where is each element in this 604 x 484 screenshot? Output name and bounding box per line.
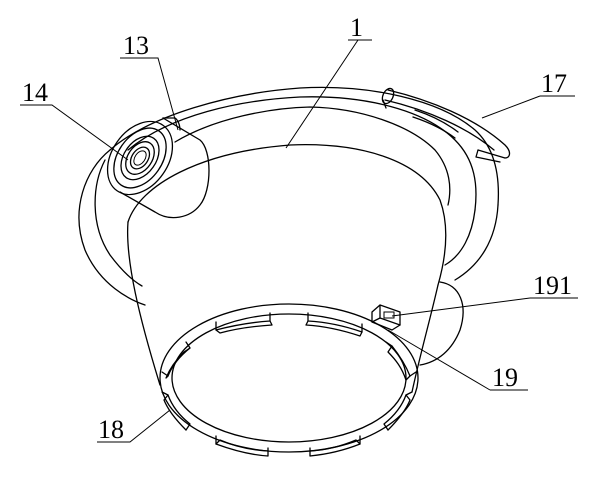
bearing-14 [120, 135, 160, 181]
leader-lines [20, 39, 578, 443]
label-18: 18 [98, 415, 124, 444]
label-1: 1 [350, 13, 363, 42]
label-191: 191 [533, 271, 572, 300]
pipe-17 [381, 87, 511, 163]
bottom-ring-18 [159, 303, 419, 457]
sensor-19 [371, 304, 401, 331]
motor-13 [106, 117, 210, 219]
flange-ring [78, 86, 500, 366]
label-17: 17 [541, 69, 567, 98]
main-body-1 [126, 144, 447, 393]
label-19: 19 [492, 363, 518, 392]
label-13: 13 [123, 31, 149, 60]
label-14: 14 [22, 78, 48, 107]
labels: 1 13 14 17 191 19 18 [22, 13, 572, 444]
